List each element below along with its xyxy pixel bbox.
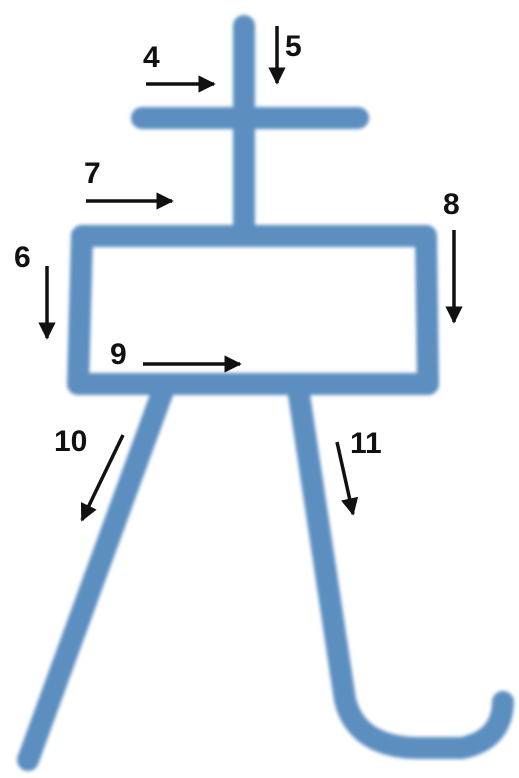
stroke-number-4: 4: [143, 41, 160, 74]
stroke-annotation-4: 4: [143, 41, 214, 84]
stroke-annotation-9: 9: [110, 338, 240, 371]
stroke-number-10: 10: [54, 425, 87, 458]
stroke-number-11: 11: [350, 427, 382, 460]
stroke-number-8: 8: [443, 188, 460, 221]
stroke-annotation-8: 8: [443, 188, 460, 322]
character-glyph: [28, 26, 503, 760]
glyph-stroke-right-leg: [298, 388, 503, 748]
glyph-stroke-box-right: [426, 236, 428, 384]
stroke-number-5: 5: [285, 30, 302, 63]
glyph-stroke-box-left: [78, 236, 82, 384]
stroke-annotation-7: 7: [84, 157, 172, 201]
stroke-annotation-5: 5: [277, 26, 302, 83]
stroke-number-6: 6: [14, 241, 31, 274]
stroke-annotation-6: 6: [14, 241, 47, 338]
glyph-stroke-left-leg: [28, 388, 164, 760]
stroke-number-9: 9: [110, 338, 127, 371]
stroke-annotation-11: 11: [337, 427, 382, 514]
stroke-number-7: 7: [84, 157, 101, 190]
